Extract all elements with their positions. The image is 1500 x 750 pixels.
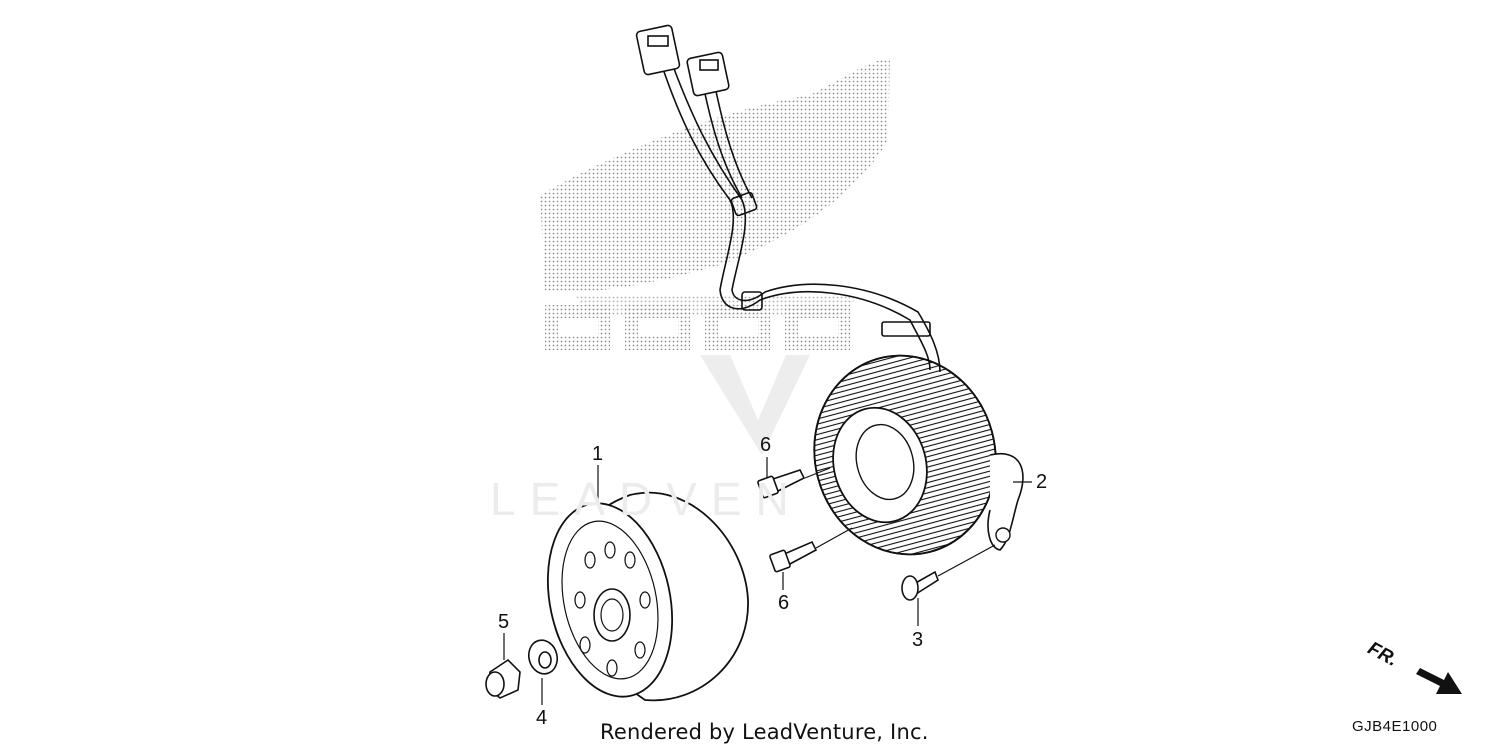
washer [527,639,559,675]
connector-right [686,51,730,97]
leadventure-v-watermark [700,355,810,455]
bolt-lower [769,540,818,573]
front-direction-arrow-icon [1416,668,1462,694]
callout-4: 4 [536,707,548,729]
callout-1: 1 [592,443,604,465]
honda-wing-watermark [540,58,890,350]
leader-lines [503,457,1032,705]
flywheel [546,491,749,702]
diagram-code: GJB4E1000 [1352,718,1438,735]
screw [901,570,939,601]
stator [813,354,1024,556]
callout-5: 5 [498,611,510,633]
connector-left [635,24,681,76]
bolt-upper [757,469,806,499]
flange-nut [485,658,521,699]
leadventure-text-watermark: LEADVEN [490,473,803,525]
callout-2: 2 [1036,471,1048,493]
render-credit: Rendered by LeadVenture, Inc. [600,720,929,744]
callout-6-upper: 6 [760,434,772,456]
callout-3: 3 [912,629,924,651]
callout-6-lower: 6 [778,592,790,614]
